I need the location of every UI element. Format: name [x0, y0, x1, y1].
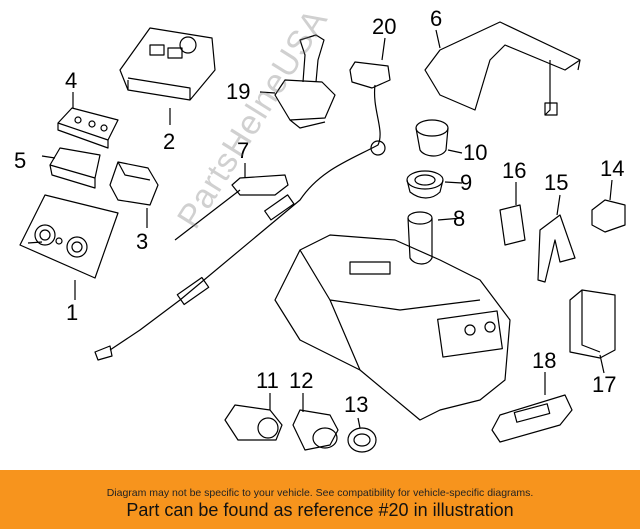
callout-3: 3 [136, 229, 149, 254]
part-8-socket [407, 211, 433, 225]
part-11-lighter [224, 404, 283, 441]
footer-banner [0, 470, 640, 529]
callout-18: 18 [532, 348, 557, 373]
callout-17: 17 [592, 372, 617, 397]
part-10-cup [415, 119, 449, 137]
callout-19: 19 [226, 79, 251, 104]
part-7-cable-bracket [231, 174, 289, 196]
callout-5: 5 [14, 148, 27, 173]
callout-15: 15 [544, 170, 569, 195]
part-18-switch-panel [491, 394, 573, 443]
callout-6: 6 [430, 6, 443, 31]
callout-4: 4 [65, 68, 78, 93]
callout-16: 16 [502, 158, 527, 183]
part-14-module [591, 199, 626, 233]
callout-20: 20 [372, 14, 397, 39]
part-4-switch-panel [57, 107, 119, 141]
part-6-frame-bracket [424, 21, 581, 111]
part-3-bracket [109, 161, 159, 206]
part-16-switch [499, 204, 526, 246]
callout-13: 13 [344, 392, 369, 417]
callout-7: 7 [237, 138, 250, 163]
callout-11: 11 [256, 368, 279, 393]
callout-14: 14 [600, 156, 625, 181]
callout-10: 10 [463, 140, 488, 165]
footer-disclaimer: Diagram may not be specific to your vehi… [106, 487, 534, 499]
part-17-module [569, 289, 616, 359]
callout-1: 1 [66, 300, 79, 325]
callout-2: 2 [163, 129, 176, 154]
part-20-shift-cable [349, 61, 391, 89]
part-13-cap [347, 427, 377, 453]
callout-8: 8 [453, 206, 466, 231]
part-5-switch [49, 147, 101, 179]
callout-9: 9 [460, 170, 473, 195]
footer-reference: Part can be found as reference #20 in il… [126, 500, 514, 520]
part-1-bezel [19, 194, 119, 279]
part-9-ring [406, 170, 444, 190]
part-2-control-module [119, 27, 216, 101]
part-12-lighter-housing [292, 409, 339, 451]
callout-12: 12 [289, 368, 314, 393]
console-body [274, 234, 511, 421]
part-15-bracket [537, 214, 576, 283]
parts-diagram [19, 21, 626, 453]
